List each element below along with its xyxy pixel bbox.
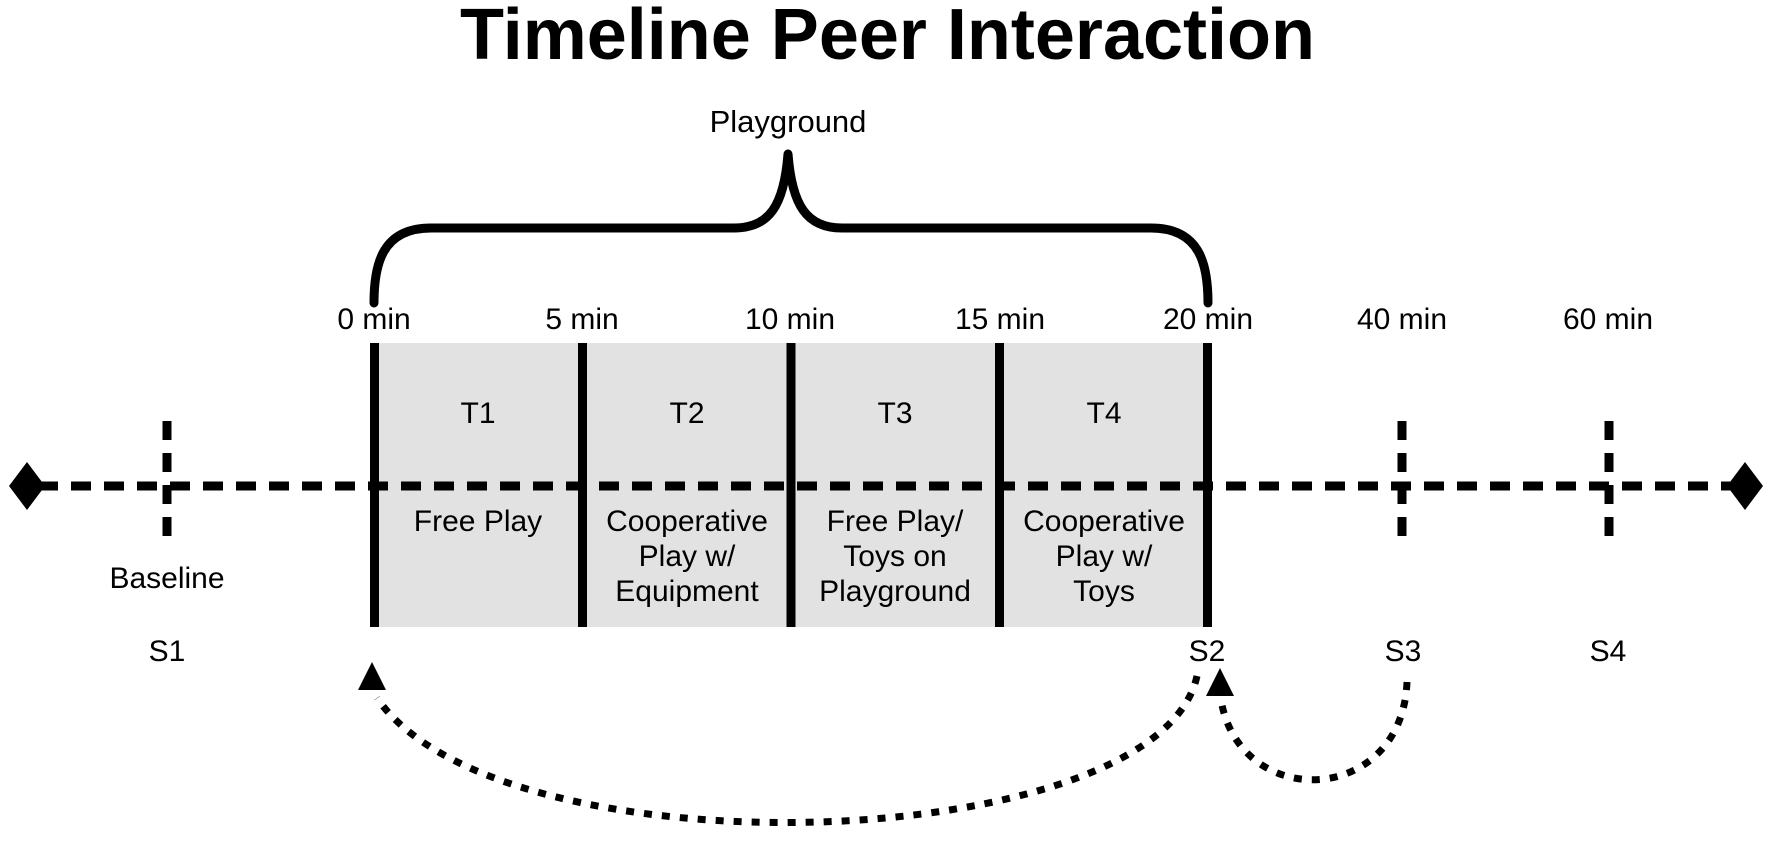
baseline-label: Baseline [109,562,225,595]
figure-title: Timeline Peer Interaction [460,0,1315,75]
time-label-10min: 10 min [744,303,836,336]
time-label-20min: 20 min [1162,303,1254,336]
time-label-40min: 40 min [1356,303,1448,336]
arrowhead-at-0min-icon [358,662,386,690]
time-label-60min: 60 min [1562,303,1654,336]
session-label-s4: S4 [1589,635,1627,668]
session-label-s1: S1 [148,635,186,668]
phase-activity-t2: Cooperative Play w/ Equipment [606,505,768,608]
timeline-start-diamond-icon [9,462,45,510]
session-label-s2: S2 [1188,635,1226,668]
phase-id-t2: T2 [669,397,705,430]
time-label-0min: 0 min [337,303,411,336]
time-label-15min: 15 min [954,303,1046,336]
session-label-s3: S3 [1384,635,1422,668]
arrowhead-at-s2-icon [1206,668,1234,696]
phase-activity-t3: Free Play/ Toys on Playground [819,505,971,608]
phase-id-t4: T4 [1086,397,1122,430]
phase-activity-t4: Cooperative Play w/ Toys [1023,505,1185,608]
phase-id-t3: T3 [877,397,913,430]
return-arrow-s2-to-start [374,675,1201,826]
phase-activity-t1: Free Play [413,505,543,538]
phase-id-t1: T1 [460,397,496,430]
timeline-ticks [162,421,1614,549]
playground-label: Playground [709,104,867,139]
playground-brace [369,149,1213,308]
time-label-5min: 5 min [545,303,619,336]
timeline-end-diamond-icon [1727,462,1763,510]
return-arrow-s3-to-s2 [1217,681,1411,784]
